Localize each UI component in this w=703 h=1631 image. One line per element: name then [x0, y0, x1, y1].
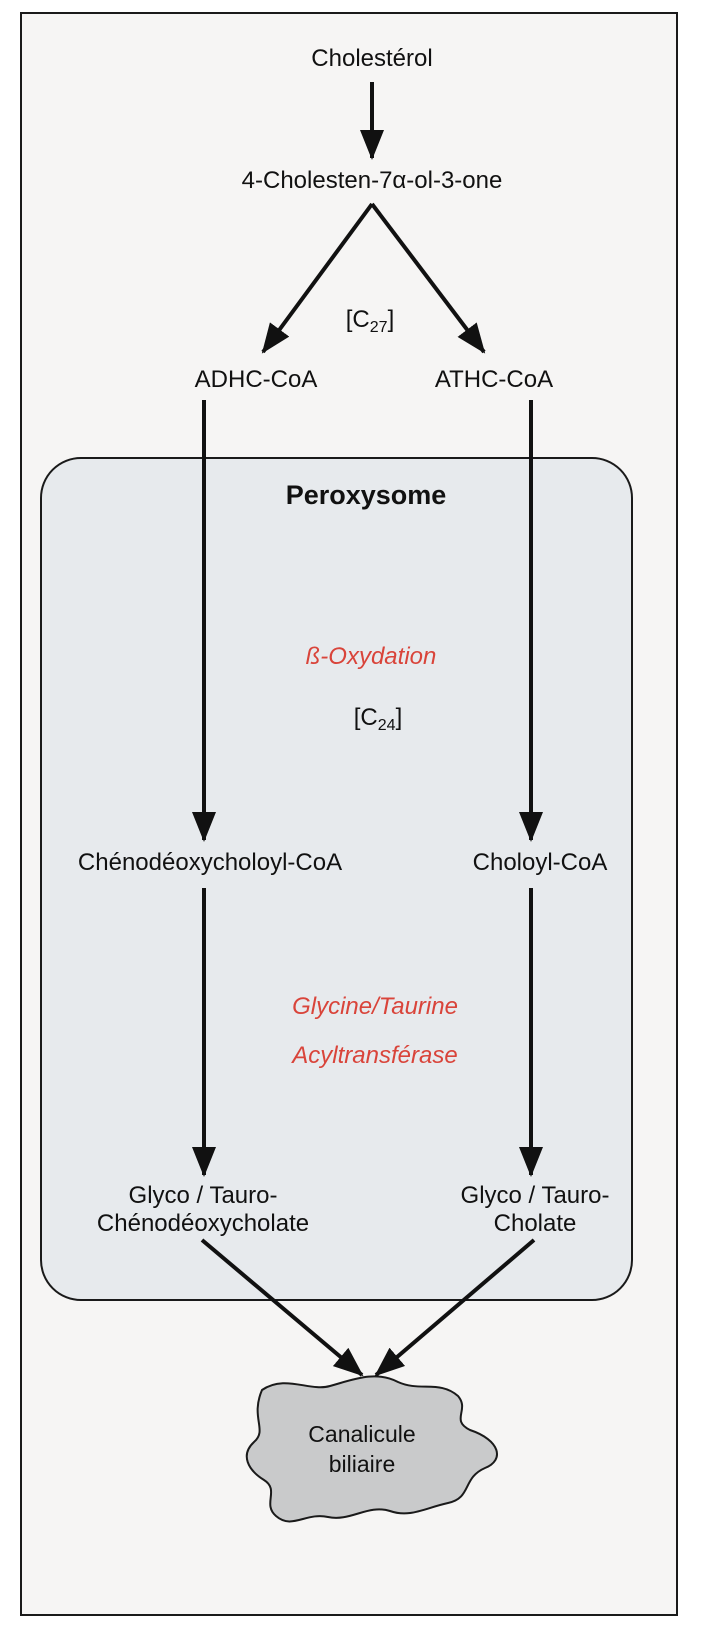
label-c27-prefix: [C: [345, 306, 370, 333]
node-chenodeoxycholoyl-coa: Chénodéoxycholoyl-CoA: [77, 849, 343, 876]
label-c24-suffix: ]: [395, 704, 403, 731]
enzyme-acyltransferase: Acyltransférase: [292, 1042, 458, 1069]
peroxysome-compartment: [40, 457, 633, 1301]
node-adhc-coa: ADHC-CoA: [194, 366, 318, 393]
node-canalicule-line1: Canalicule: [308, 1421, 416, 1447]
label-c24-subscript: 24: [377, 717, 396, 734]
node-athc-coa: ATHC-CoA: [434, 366, 554, 393]
node-choloyl-coa: Choloyl-CoA: [472, 849, 608, 876]
arrow-glyco-cholate-to-canalicule: [374, 1238, 536, 1377]
enzyme-glycine-taurine: Glycine/Taurine: [292, 993, 458, 1020]
label-c24-prefix: [C: [353, 704, 378, 731]
arrow-cholestenone-to-athc: [370, 202, 486, 354]
arrow-glyco-cheno-to-canalicule: [200, 1238, 364, 1377]
enzyme-beta-oxidation: ß-Oxydation: [305, 643, 437, 670]
label-c27: [C27]: [346, 305, 394, 343]
label-c27-subscript: 27: [369, 319, 388, 336]
arrow-cholestenone-to-adhc: [261, 202, 374, 354]
node-glyco-cheno-line1: Glyco / Tauro-: [128, 1182, 278, 1209]
node-cholesterol: Cholestérol: [311, 45, 433, 72]
node-glyco-cholate-line1: Glyco / Tauro-: [460, 1182, 610, 1209]
label-c27-suffix: ]: [387, 306, 395, 333]
peroxysome-title: Peroxysome: [285, 480, 447, 510]
canalicule-biliaire-shape: [245, 1375, 498, 1523]
node-cholestenone: 4-Cholesten-7α-ol-3-one: [241, 167, 503, 194]
node-glyco-cholate-line2: Cholate: [493, 1210, 577, 1237]
node-canalicule-line2: biliaire: [328, 1451, 396, 1477]
label-c24: [C24]: [354, 703, 402, 741]
node-glyco-cheno-line2: Chénodéoxycholate: [96, 1210, 310, 1237]
